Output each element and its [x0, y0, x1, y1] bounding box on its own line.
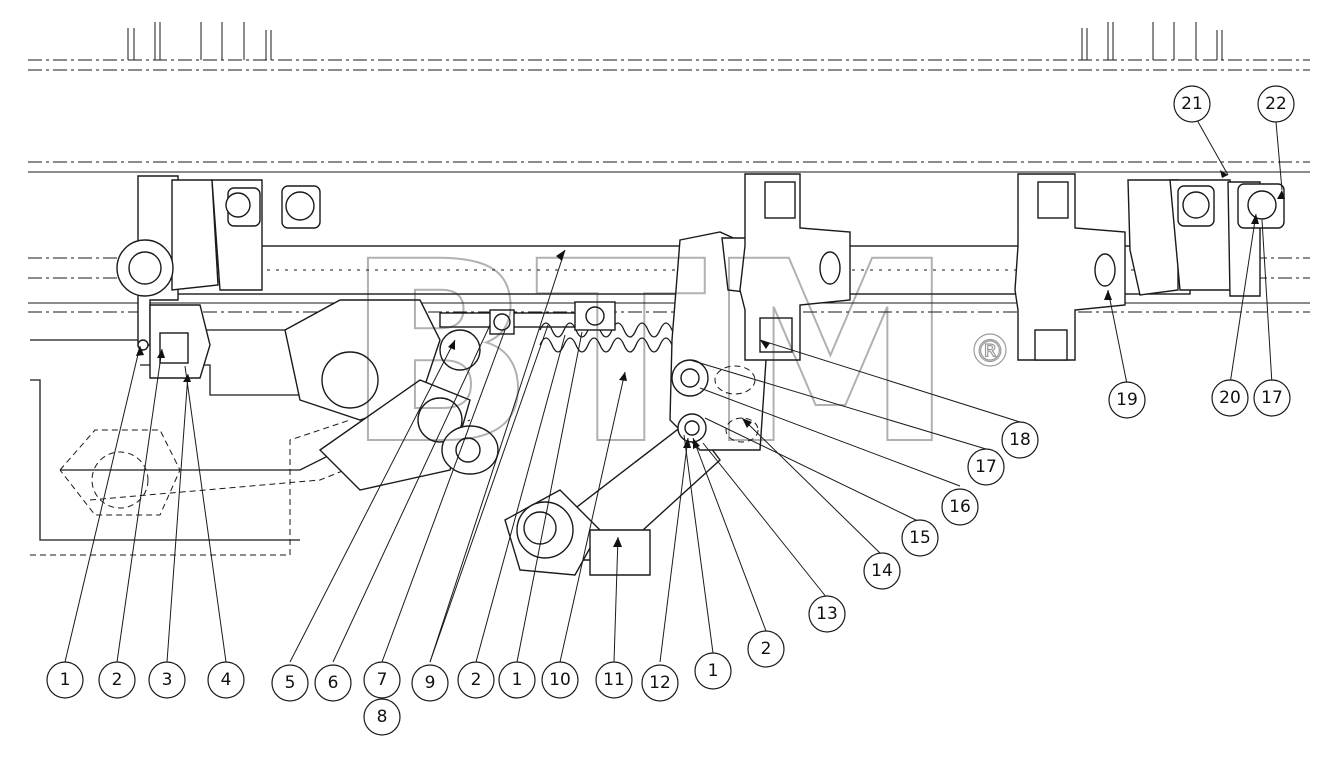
callout-10: 10	[541, 661, 579, 699]
svg-text:22: 22	[1265, 94, 1287, 114]
callout-6: 6	[314, 664, 352, 702]
right-bracket	[1127, 179, 1285, 297]
callout-17b: 17	[1253, 379, 1291, 417]
left-bracket	[116, 175, 321, 379]
svg-text:15: 15	[909, 528, 931, 548]
callout-20: 20	[1211, 379, 1249, 417]
svg-text:12: 12	[649, 673, 671, 693]
svg-text:13: 13	[816, 604, 838, 624]
svg-text:17: 17	[975, 457, 997, 477]
svg-text:6: 6	[328, 673, 339, 693]
svg-text:2: 2	[471, 670, 482, 690]
callout-17a: 17	[967, 448, 1005, 486]
svg-text:5: 5	[285, 673, 296, 693]
svg-text:10: 10	[549, 670, 571, 690]
callout-22: 22	[1257, 85, 1295, 123]
svg-text:21: 21	[1181, 94, 1203, 114]
svg-text:2: 2	[761, 639, 772, 659]
callout-13: 13	[808, 595, 846, 633]
callout-11: 11	[595, 661, 633, 699]
svg-text:4: 4	[221, 670, 232, 690]
svg-text:3: 3	[162, 670, 173, 690]
callout-4: 4	[207, 661, 245, 699]
svg-text:9: 9	[425, 673, 436, 693]
svg-text:1: 1	[512, 670, 523, 690]
callout-7: 7	[363, 661, 401, 699]
svg-text:1: 1	[708, 661, 719, 681]
svg-text:14: 14	[871, 561, 893, 581]
svg-text:7: 7	[377, 670, 388, 690]
svg-text:20: 20	[1219, 388, 1241, 408]
middle-brackets	[739, 173, 1126, 361]
watermark-mark: ®	[975, 335, 1005, 370]
callout-2: 2	[98, 661, 136, 699]
linkage	[284, 299, 721, 576]
callout-2c: 2	[747, 630, 785, 668]
svg-text:1: 1	[60, 670, 71, 690]
callouts: 1 2 3 4 5 6 7 8 9 2 1 10 11 12 1 2 13 14…	[46, 85, 1295, 736]
callout-2b: 2	[457, 661, 495, 699]
callout-21: 21	[1173, 85, 1211, 123]
svg-text:16: 16	[949, 497, 971, 517]
callout-18: 18	[1001, 421, 1039, 459]
svg-text:18: 18	[1009, 430, 1031, 450]
svg-text:8: 8	[377, 707, 388, 727]
watermark: BTM ®	[344, 207, 1007, 500]
callout-16: 16	[941, 488, 979, 526]
callout-1c: 1	[694, 652, 732, 690]
svg-text:19: 19	[1116, 390, 1138, 410]
leader-lines	[64, 119, 1285, 663]
callout-1b: 1	[498, 661, 536, 699]
callout-9: 9	[411, 664, 449, 702]
callout-12: 12	[641, 664, 679, 702]
svg-text:2: 2	[112, 670, 123, 690]
callout-1: 1	[46, 661, 84, 699]
callout-5: 5	[271, 664, 309, 702]
watermark-text: BTM	[345, 208, 955, 499]
svg-text:17: 17	[1261, 388, 1283, 408]
callout-8: 8	[363, 698, 401, 736]
svg-text:11: 11	[603, 670, 625, 690]
callout-19: 19	[1108, 381, 1146, 419]
callout-15: 15	[901, 519, 939, 557]
callout-3: 3	[148, 661, 186, 699]
callout-14: 14	[863, 552, 901, 590]
